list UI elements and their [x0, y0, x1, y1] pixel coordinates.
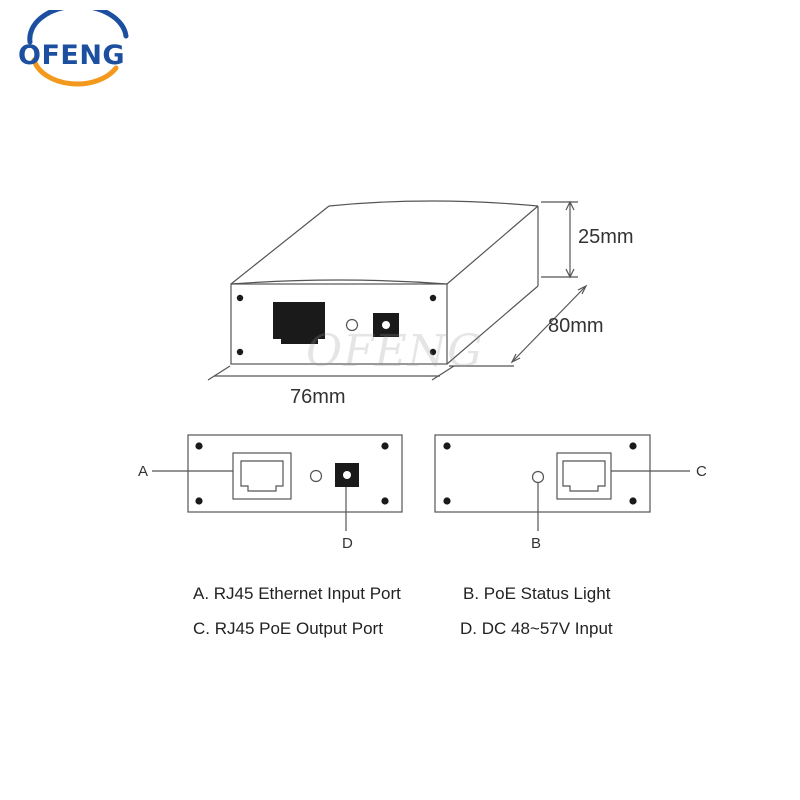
callout-label-c: C — [696, 463, 707, 480]
depth-dimension-line — [449, 284, 588, 367]
box-edge-left — [230, 205, 330, 285]
screw — [443, 497, 451, 505]
screw — [381, 442, 389, 450]
screw — [629, 442, 637, 450]
rj45-input-port-outline — [232, 452, 292, 500]
back-panel-output — [434, 434, 651, 513]
logo-text: OFENG — [18, 40, 126, 71]
screw — [443, 442, 451, 450]
screw — [429, 294, 437, 302]
box-top-curve — [328, 200, 539, 207]
screw — [381, 497, 389, 505]
rj45-port-3d — [273, 302, 325, 344]
depth-dimension-label: 80mm — [548, 315, 604, 337]
box-edge-right — [446, 205, 539, 285]
height-dimension-line — [541, 200, 578, 279]
status-light-3d — [345, 318, 359, 332]
front-panel-input — [187, 434, 403, 513]
callout-label-b: B — [531, 535, 542, 552]
screw — [236, 294, 244, 302]
front-face — [230, 283, 448, 365]
width-dimension-line — [207, 365, 455, 381]
screw — [629, 497, 637, 505]
dc-jack-hole — [343, 471, 351, 479]
legend-item-c: C. RJ45 PoE Output Port — [193, 619, 383, 638]
screw — [236, 348, 244, 356]
height-dimension-label: 25mm — [578, 226, 634, 248]
status-light-front — [309, 469, 323, 483]
width-dimension-label: 76mm — [290, 386, 346, 408]
screw — [429, 348, 437, 356]
screw — [195, 442, 203, 450]
legend-item-b: B. PoE Status Light — [463, 584, 611, 603]
poe-status-light — [531, 470, 545, 484]
front-top-curve — [230, 279, 448, 285]
callout-label-d: D — [342, 535, 353, 552]
watermark: OFENG — [306, 326, 484, 377]
rj45-output-port-outline — [556, 452, 612, 500]
callout-label-a: A — [138, 463, 149, 480]
dc-jack-3d-hole — [382, 321, 390, 329]
rj45-input-socket — [240, 460, 284, 492]
device-3d-view — [230, 200, 539, 365]
brand-logo: OFENG — [8, 3, 148, 90]
rj45-output-socket — [562, 460, 606, 492]
legend-item-d: D. DC 48~57V Input — [460, 619, 613, 638]
box-bottom-edge — [446, 285, 539, 365]
legend-item-a: A. RJ45 Ethernet Input Port — [193, 584, 401, 603]
screw — [195, 497, 203, 505]
